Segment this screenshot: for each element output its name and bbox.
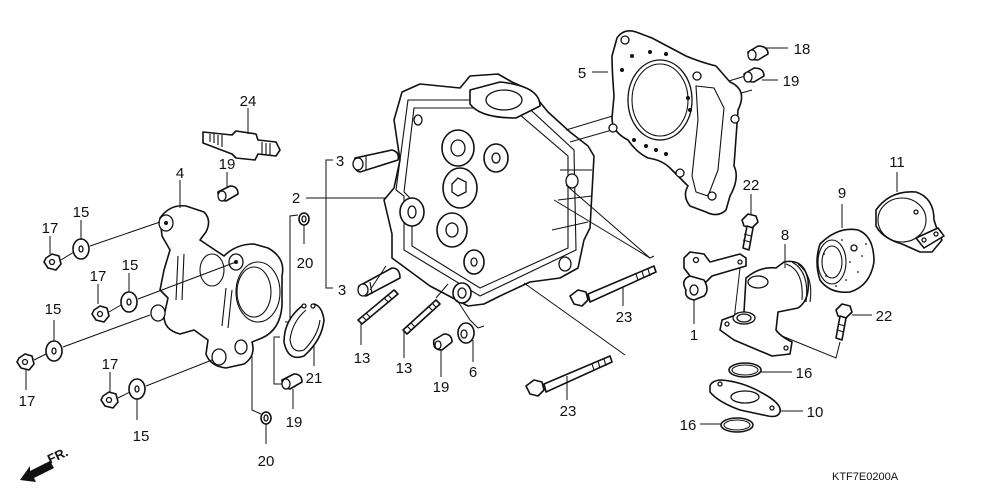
callout-13[interactable]: 13 — [354, 350, 371, 367]
callout-18[interactable]: 19 — [433, 379, 450, 396]
callout-22[interactable]: 22 — [876, 308, 893, 325]
callout-19[interactable]: 19 — [783, 73, 800, 90]
clamp-band-part[interactable] — [875, 172, 945, 253]
callout-10[interactable]: 10 — [807, 404, 824, 421]
washer-nut-group-1[interactable] — [43, 220, 161, 271]
callout-5[interactable]: 5 — [578, 65, 586, 82]
flange-bolt-part-upper[interactable] — [741, 194, 759, 251]
callout-3[interactable]: 3 — [336, 153, 344, 170]
callout-16[interactable]: 16 — [796, 365, 813, 382]
insulator-part[interactable] — [816, 204, 875, 294]
o-ring-part-lower[interactable] — [700, 417, 754, 433]
callout-15[interactable]: 15 — [73, 204, 90, 221]
callout-labels: 24 19 4 15 17 15 17 15 17 17 15 20 20 21… — [19, 41, 905, 470]
washer-nut-group-4[interactable] — [100, 359, 213, 420]
clip-part-upper[interactable] — [285, 212, 310, 323]
callout-3[interactable]: 3 — [338, 282, 346, 299]
front-arrow-icon — [20, 461, 54, 482]
dowel-pin-part-lower[interactable] — [273, 336, 303, 409]
callout-19[interactable]: 18 — [794, 41, 811, 58]
spark-plug-part[interactable] — [202, 108, 281, 161]
side-cover-part[interactable] — [150, 180, 284, 369]
callout-22[interactable]: 22 — [743, 177, 760, 194]
callout-21[interactable]: 21 — [306, 370, 323, 387]
head-bolt-part-upper[interactable] — [553, 199, 657, 307]
callout-11[interactable]: 11 — [889, 154, 905, 171]
dowel-pin-part[interactable] — [217, 172, 239, 202]
callout-15[interactable]: 15 — [122, 257, 139, 274]
bracket-part[interactable] — [682, 251, 747, 324]
callout-17[interactable]: 17 — [102, 356, 119, 373]
o-ring-part-upper[interactable] — [728, 362, 792, 378]
callout-16[interactable]: 16 — [680, 417, 697, 434]
front-direction-indicator: FR. — [20, 444, 70, 482]
head-gasket-part[interactable] — [592, 30, 743, 216]
callout-23[interactable]: 23 — [560, 403, 577, 420]
collar-part[interactable] — [432, 333, 453, 377]
callout-9[interactable]: 9 — [838, 185, 846, 202]
front-label: FR. — [45, 444, 70, 466]
valve-guide-part-upper[interactable] — [352, 149, 400, 173]
flange-bolt-part-lower[interactable] — [781, 303, 872, 359]
callout-6[interactable]: 6 — [469, 364, 477, 381]
catalog-code: KTF7E0200A — [832, 471, 899, 483]
valve-guide-part-lower[interactable] — [357, 267, 401, 297]
callout-13[interactable]: 13 — [396, 360, 413, 377]
callout-15[interactable]: 15 — [45, 301, 62, 318]
callout-19[interactable]: 19 — [286, 414, 303, 431]
cylinder-head-part[interactable] — [383, 73, 595, 307]
callout-4[interactable]: 4 — [176, 165, 184, 182]
head-bolt-part-lower[interactable] — [525, 355, 613, 400]
washer-nut-group-3[interactable] — [16, 314, 151, 390]
callout-20[interactable]: 20 — [258, 453, 275, 470]
callout-2[interactable]: 2 — [292, 190, 300, 207]
intake-manifold-part[interactable] — [719, 244, 812, 357]
washer-nut-group-2[interactable] — [91, 261, 237, 323]
callout-20[interactable]: 20 — [297, 255, 314, 272]
dowel-pin-part-top-2[interactable] — [743, 67, 778, 83]
circlip-part[interactable] — [283, 303, 325, 366]
callout-17[interactable]: 17 — [42, 220, 59, 237]
callout-19[interactable]: 19 — [219, 156, 236, 173]
stud-bolt-part-2[interactable] — [402, 299, 441, 358]
callout-17[interactable]: 17 — [90, 268, 107, 285]
callout-8[interactable]: 8 — [781, 227, 789, 244]
clip-part-lower[interactable] — [251, 356, 272, 444]
insulator-plate-part[interactable] — [709, 379, 803, 418]
dowel-pin-part-top-1[interactable] — [747, 45, 788, 61]
callout-1[interactable]: 1 — [690, 327, 698, 344]
callout-bracket-3 — [306, 159, 386, 289]
callout-17[interactable]: 17 — [19, 393, 36, 410]
seal-washer-part[interactable] — [457, 322, 485, 362]
callout-15[interactable]: 15 — [133, 428, 150, 445]
callout-23[interactable]: 23 — [616, 309, 633, 326]
stud-bolt-part-1[interactable] — [357, 289, 399, 345]
callout-24[interactable]: 24 — [240, 93, 257, 110]
